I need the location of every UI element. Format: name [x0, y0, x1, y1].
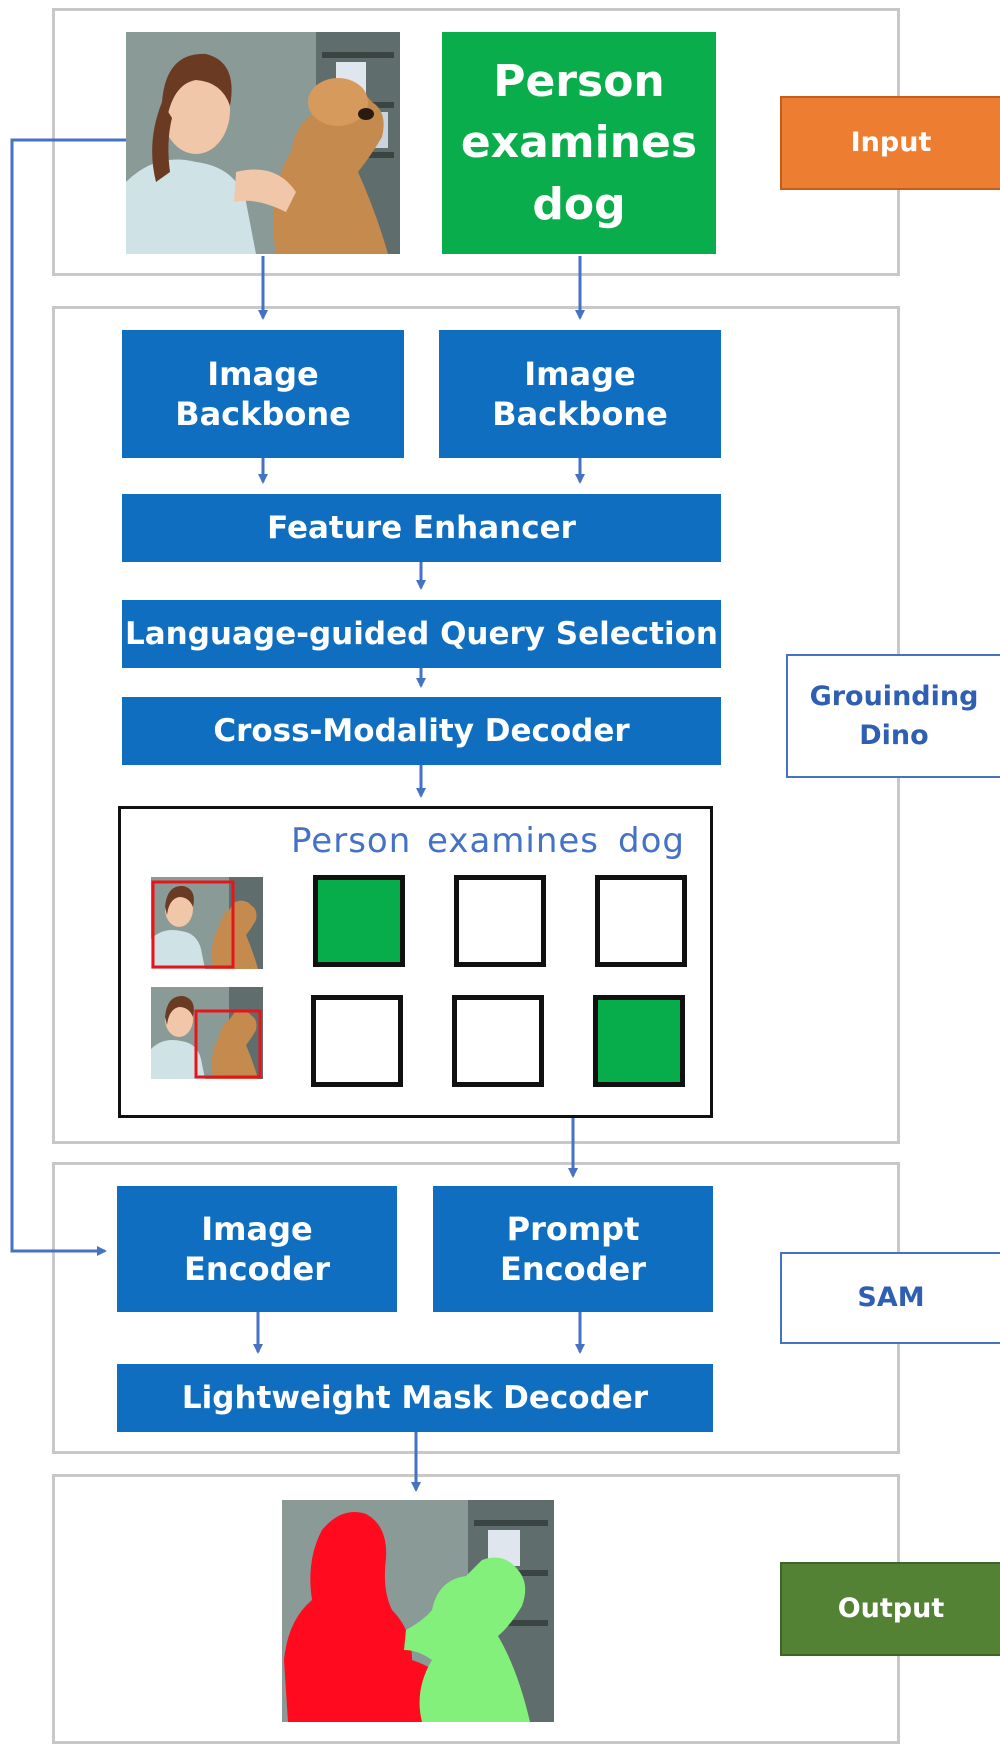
image-backbone-left-label: Image Backbone	[175, 355, 351, 433]
grid-cell-r2-c2	[452, 995, 544, 1087]
prompt-encoder: Prompt Encoder	[433, 1186, 713, 1312]
label-input: Input	[780, 96, 1000, 190]
feature-enhancer-label: Feature Enhancer	[267, 509, 576, 546]
input-text-prompt: Person examines dog	[442, 32, 716, 254]
thumbnail-person-box	[151, 877, 263, 969]
label-grounding-dino: Grouinding Dino	[786, 654, 1000, 778]
image-backbone-left: Image Backbone	[122, 330, 404, 458]
grid-cell-r1-c2	[454, 875, 546, 967]
prompt-encoder-label: Prompt Encoder	[500, 1210, 646, 1288]
thumbnail-dog-box	[151, 987, 263, 1079]
label-sam: SAM	[780, 1252, 1000, 1344]
output-segmentation-image	[282, 1500, 554, 1722]
grid-word-examines: examines	[427, 821, 600, 861]
image-backbone-right-label: Image Backbone	[492, 355, 668, 433]
grid-cell-r1-c3	[595, 875, 687, 967]
image-encoder-label: Image Encoder	[184, 1210, 330, 1288]
query-selection-label: Language-guided Query Selection	[124, 615, 718, 652]
input-text-prompt-label: Person examines dog	[460, 55, 698, 230]
cross-modality-decoder-label: Cross-Modality Decoder	[213, 712, 630, 749]
feature-enhancer: Feature Enhancer	[122, 494, 721, 562]
grid-cell-r2-c3	[593, 995, 685, 1087]
query-selection: Language-guided Query Selection	[122, 600, 721, 668]
grid-word-person: Person	[291, 821, 412, 861]
grid-word-dog: dog	[618, 821, 685, 861]
image-encoder: Image Encoder	[117, 1186, 397, 1312]
cross-modality-decoder: Cross-Modality Decoder	[122, 697, 721, 765]
label-output: Output	[780, 1562, 1000, 1656]
grid-cell-r1-c1	[313, 875, 405, 967]
lightweight-mask-decoder: Lightweight Mask Decoder	[117, 1364, 713, 1432]
grounding-grid: Person examines dog	[118, 806, 713, 1118]
grid-cell-r2-c1	[311, 995, 403, 1087]
image-backbone-right: Image Backbone	[439, 330, 721, 458]
mask-decoder-label: Lightweight Mask Decoder	[181, 1379, 649, 1416]
input-photo	[126, 32, 400, 254]
